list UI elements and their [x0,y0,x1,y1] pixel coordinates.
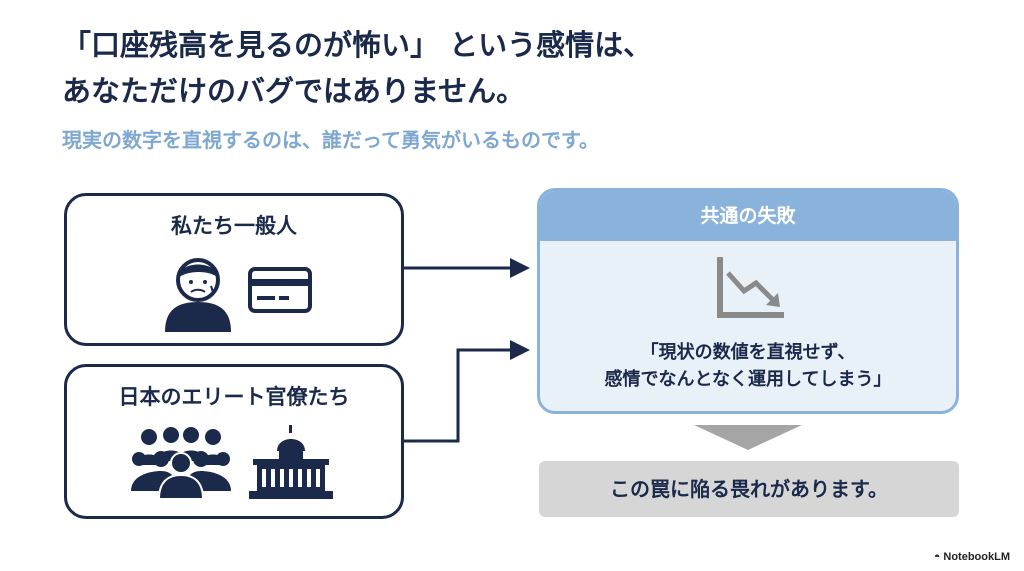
notebooklm-icon: ◓ [933,551,944,563]
ordinary-people-label: 私たち一般人 [171,214,297,238]
arrow-bottom-head [510,340,530,360]
down-arrow-icon [694,425,802,450]
ordinary-people-box: 私たち一般人 [64,193,404,346]
crowd-icon [131,427,231,499]
government-building-icon [249,425,333,499]
page-title: 「口座残高を見るのが怖い」 という感情は、 あなただけのバグではありません。 [62,22,652,114]
worried-person-icon [165,258,231,332]
arrow-bottom-line [404,348,512,443]
result-box: この罠に陥る畏れがあります。 [539,461,959,517]
brand-label: NotebookLM [943,551,1010,563]
page-subtitle: 現実の数字を直視するのは、誰だって勇気がいるものです。 [62,128,599,152]
arrow-top-head [510,258,530,278]
declining-chart-icon [717,257,784,318]
panel-quote: 「現状の数値を直視せず、 感情でなんとなく運用してしまう」 [540,339,956,393]
common-failure-panel: 共通の失敗 「現状の数値を直視せず、 感情でなんとなく運用してしまう」 [537,188,959,414]
quote-line-2: 感情でなんとなく運用してしまう」 [604,369,892,390]
panel-header: 共通の失敗 [540,191,956,241]
elite-bureaucrats-box: 日本のエリート官僚たち [64,364,404,519]
title-line-2: あなただけのバグではありません。 [62,74,526,108]
title-line-1: 「口座残高を見るのが怖い」 という感情は、 [62,28,653,62]
elite-bureaucrats-label: 日本のエリート官僚たち [118,385,350,409]
quote-line-1: 「現状の数値を直視せず、 [640,342,856,363]
credit-card-icon [248,267,312,313]
brand-watermark: ◓ NotebookLM [934,551,1010,563]
